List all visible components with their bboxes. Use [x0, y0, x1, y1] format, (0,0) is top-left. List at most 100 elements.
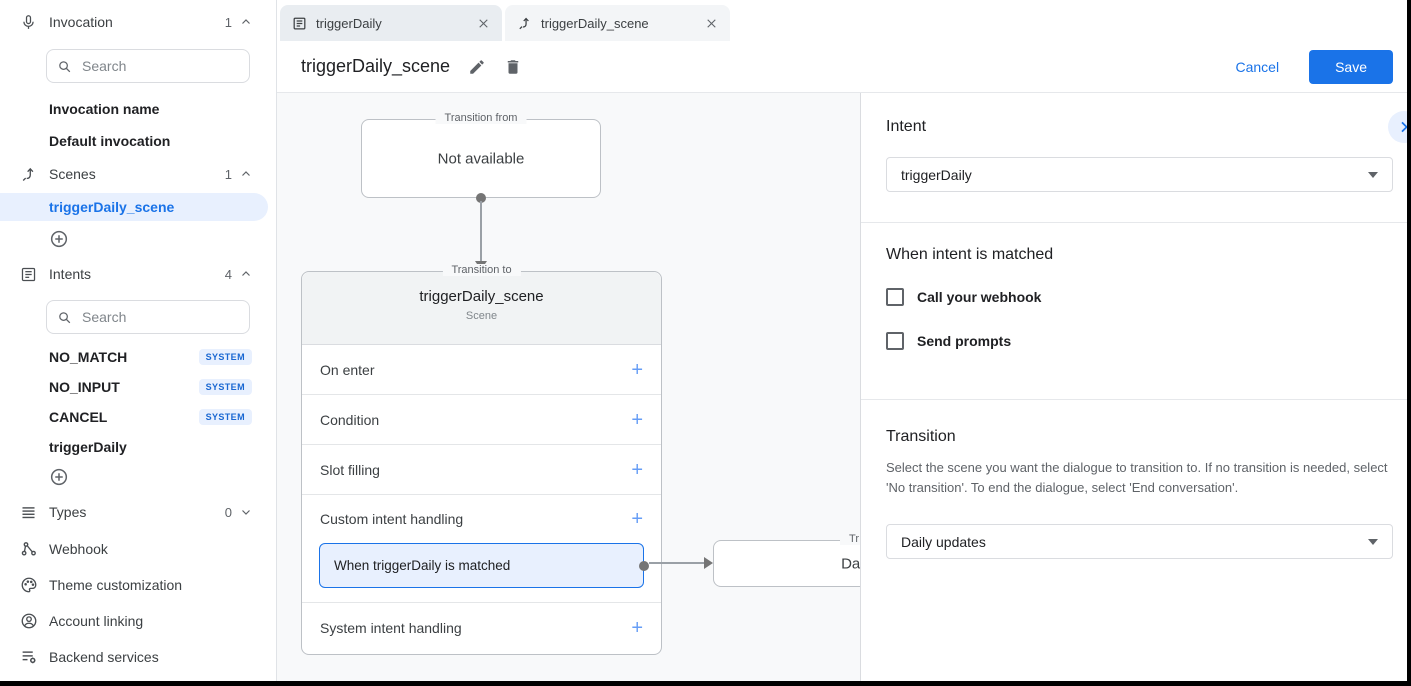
- chevron-up-icon: [242, 171, 250, 176]
- sidebar-section-intents[interactable]: Intents 4: [0, 262, 276, 286]
- transition-description: Select the scene you want the dialogue t…: [886, 460, 1388, 496]
- item-label: Theme customization: [49, 577, 183, 593]
- search-icon: [59, 311, 71, 323]
- intent-select-value: triggerDaily: [901, 166, 972, 183]
- connector-line-horizontal: [649, 562, 707, 564]
- connector-dot: [476, 193, 486, 203]
- checkbox-unchecked[interactable]: [886, 332, 904, 350]
- page-title: triggerDaily_scene: [301, 56, 451, 76]
- sidebar-item-triggerdaily-intent[interactable]: triggerDaily: [0, 438, 276, 456]
- content-area: Transition from Not available Transition…: [277, 93, 1407, 681]
- row-custom-intent-handling: Custom intent handling +: [302, 495, 661, 543]
- divider: [861, 222, 1407, 223]
- system-badge: SYSTEM: [198, 409, 252, 425]
- save-button[interactable]: Save: [1309, 49, 1393, 84]
- add-condition-button[interactable]: +: [631, 408, 643, 431]
- search-icon: [59, 60, 71, 72]
- intent-handler-chip[interactable]: When triggerDaily is matched: [319, 543, 649, 588]
- item-label: NO_MATCH: [49, 349, 128, 365]
- tab-triggerdaily[interactable]: triggerDaily: [280, 5, 502, 41]
- chevron-right-icon: [1401, 121, 1407, 133]
- main-area: triggerDaily triggerDaily_scene triggerD…: [277, 0, 1407, 681]
- item-label: CANCEL: [49, 409, 108, 425]
- row-label: Condition: [320, 411, 380, 428]
- microphone-icon: [23, 14, 34, 29]
- system-badge: SYSTEM: [198, 349, 252, 365]
- custom-intent-handling-section: Custom intent handling + When triggerDai…: [302, 495, 661, 603]
- plus-circle-icon: [50, 230, 68, 248]
- add-system-intent-button[interactable]: +: [631, 617, 643, 639]
- chevron-down-icon: [242, 510, 250, 515]
- sidebar-item-theme-customization[interactable]: Theme customization: [0, 574, 276, 596]
- row-label: Slot filling: [320, 461, 380, 478]
- caret-down-icon: [1368, 538, 1378, 545]
- call-webhook-checkbox-row[interactable]: Call your webhook: [886, 288, 1393, 306]
- section-count: 4: [224, 266, 232, 282]
- target-content: Dail: [841, 555, 860, 572]
- add-on-enter-button[interactable]: +: [631, 358, 643, 381]
- intent-select[interactable]: triggerDaily: [886, 157, 1393, 192]
- sidebar-item-cancel-intent[interactable]: CANCEL SYSTEM: [0, 408, 276, 426]
- close-icon[interactable]: [477, 17, 490, 30]
- item-label: triggerDaily: [49, 439, 127, 455]
- intents-search: [46, 300, 250, 334]
- sidebar-item-no-match[interactable]: NO_MATCH SYSTEM: [0, 348, 276, 366]
- sidebar-item-webhook[interactable]: Webhook: [0, 538, 276, 560]
- connector-dot: [639, 560, 649, 571]
- send-prompts-checkbox-row[interactable]: Send prompts: [886, 332, 1393, 350]
- intent-heading: Intent: [886, 118, 927, 135]
- sidebar: Invocation 1 Invocation name Default inv…: [0, 0, 277, 681]
- palette-icon: [21, 577, 37, 593]
- when-matched-heading: When intent is matched: [886, 246, 1054, 263]
- checkbox-label: Send prompts: [917, 333, 1012, 349]
- delete-icon[interactable]: [504, 58, 522, 76]
- add-slot-filling-button[interactable]: +: [631, 458, 643, 481]
- sidebar-item-no-input[interactable]: NO_INPUT SYSTEM: [0, 378, 276, 396]
- backend-services-icon: [22, 651, 36, 664]
- arrow-right-icon: [704, 557, 713, 569]
- sidebar-item-account-linking[interactable]: Account linking: [0, 610, 276, 632]
- section-label: Intents: [49, 266, 92, 282]
- transition-select[interactable]: Daily updates: [886, 524, 1393, 560]
- sidebar-section-scenes[interactable]: Scenes 1: [0, 162, 276, 186]
- scene-node-title: triggerDaily_scene: [419, 288, 544, 305]
- row-label: On enter: [320, 361, 375, 378]
- cancel-button[interactable]: Cancel: [1235, 58, 1280, 75]
- chevron-up-icon: [242, 19, 250, 24]
- transition-select-value: Daily updates: [901, 533, 986, 550]
- collapse-panel-button[interactable]: [1388, 111, 1407, 143]
- tab-triggerdaily-scene[interactable]: triggerDaily_scene: [505, 5, 730, 41]
- sidebar-section-invocation[interactable]: Invocation 1: [0, 10, 276, 34]
- tab-label: triggerDaily: [316, 15, 382, 31]
- sidebar-section-types[interactable]: Types 0: [0, 500, 276, 524]
- target-legend: Tr: [840, 533, 860, 545]
- sidebar-item-invocation-name[interactable]: Invocation name: [0, 100, 276, 118]
- sidebar-item-default-invocation[interactable]: Default invocation: [0, 132, 276, 150]
- item-label: Webhook: [49, 541, 108, 557]
- account-circle-icon: [21, 613, 37, 629]
- add-custom-intent-button[interactable]: +: [631, 508, 643, 530]
- section-count: 0: [224, 504, 232, 520]
- invocation-search-input[interactable]: [82, 58, 239, 74]
- sidebar-item-triggerdaily-scene[interactable]: triggerDaily_scene: [0, 193, 268, 221]
- close-icon[interactable]: [705, 17, 718, 30]
- chevron-up-icon: [242, 271, 250, 276]
- intents-search-input[interactable]: [82, 309, 239, 325]
- add-scene-button[interactable]: [49, 229, 69, 249]
- scenes-icon: [22, 167, 34, 181]
- item-label: Account linking: [49, 613, 144, 629]
- section-count: 1: [224, 14, 232, 30]
- connector-line-vertical: [480, 201, 482, 263]
- sidebar-item-backend-services[interactable]: Backend services: [0, 646, 276, 668]
- section-label: Invocation: [49, 14, 113, 30]
- system-badge: SYSTEM: [198, 379, 252, 395]
- scene-tab-icon: [519, 17, 529, 29]
- invocation-search: [46, 49, 250, 83]
- edit-icon[interactable]: [468, 58, 486, 76]
- add-intent-button[interactable]: [49, 467, 69, 487]
- checkbox-unchecked[interactable]: [886, 288, 904, 306]
- transition-target-node: Tr Dail: [713, 533, 860, 587]
- intent-tab-icon: [293, 17, 306, 29]
